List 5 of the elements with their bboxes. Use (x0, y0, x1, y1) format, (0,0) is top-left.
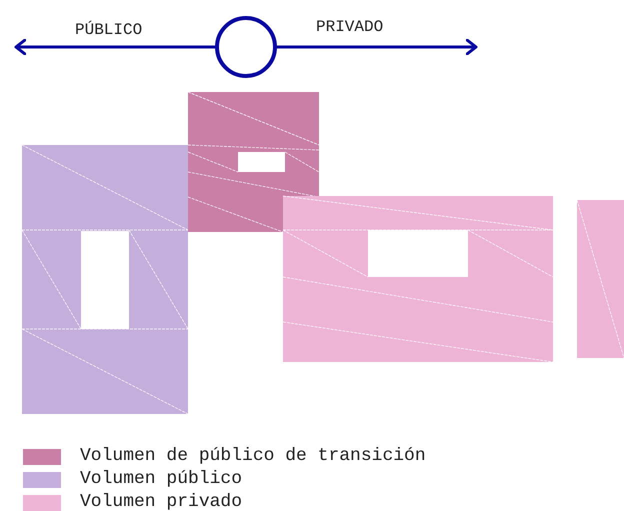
scale-label: PRIVADO (316, 18, 384, 36)
scale-label: PÚBLICO (75, 21, 142, 39)
legend-label: Volumen de público de transición (80, 446, 426, 466)
legend-label: Volumen público (80, 469, 242, 489)
legend-label: Volumen privado (80, 492, 242, 511)
